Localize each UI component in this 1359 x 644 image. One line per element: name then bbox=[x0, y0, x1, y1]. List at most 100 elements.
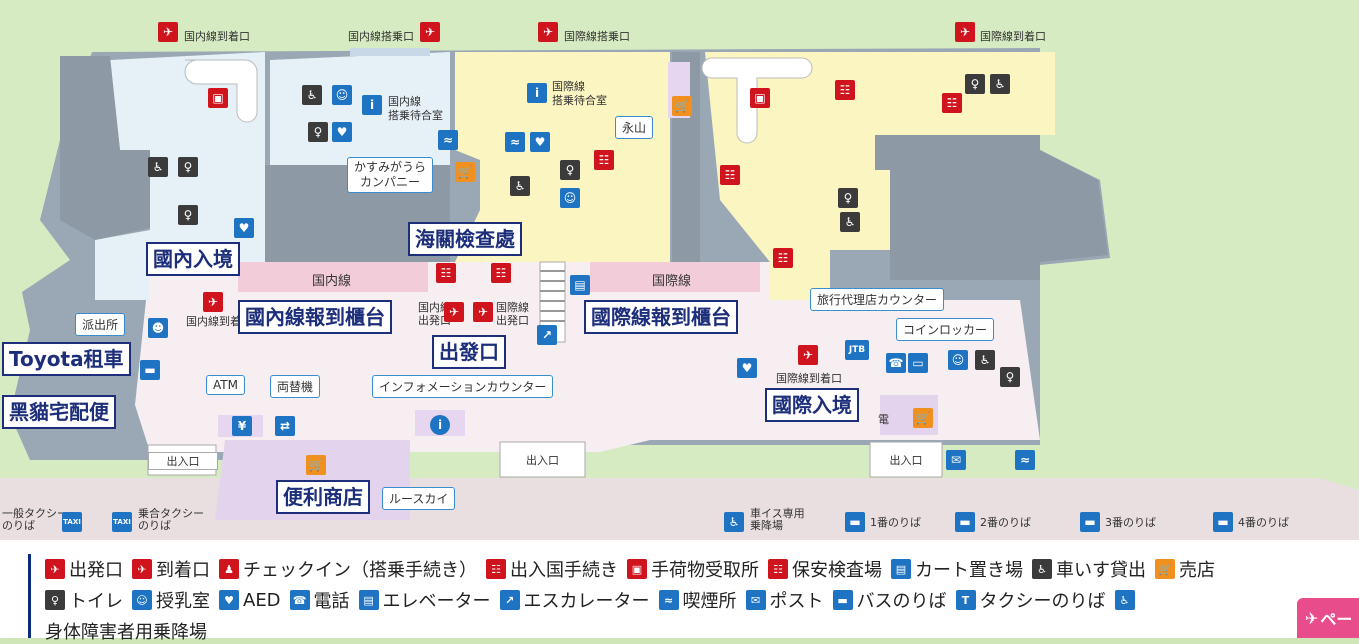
toilet-icon: ♀ bbox=[965, 74, 985, 94]
post-icon: ✉ bbox=[946, 450, 966, 470]
airport-floor-map: ✈ 国内線到着口 国内線搭乗口 ✈ ✈ 国際線搭乗口 ✈ 国際線到着口 i 国内… bbox=[0, 22, 1359, 540]
coin-locker-callout: コインロッカー bbox=[896, 318, 995, 341]
legend-item: 🛒売店 bbox=[1155, 556, 1215, 582]
legend-item: ▣手荷物受取所 bbox=[627, 556, 759, 582]
convenience-store-label: 便利商店 bbox=[276, 480, 370, 514]
domestic-entry-label: 國內入境 bbox=[146, 242, 240, 276]
shop-icon: 🛒 bbox=[455, 162, 475, 182]
nursing-icon: ☺ bbox=[948, 350, 968, 370]
immigration-icon: ☷ bbox=[773, 248, 793, 268]
legend-label: 保安検査場 bbox=[792, 560, 882, 581]
bus-icon: ▬ bbox=[845, 512, 865, 532]
smoking-icon: ≈ bbox=[438, 130, 458, 150]
legend-label: AED bbox=[243, 589, 281, 611]
arrival-icon: ✈ bbox=[798, 345, 818, 365]
bus-stop-2-label: 2番のりば bbox=[980, 516, 1031, 529]
exit-label: 出入口 bbox=[526, 454, 559, 467]
smoking-icon: ≈ bbox=[1015, 450, 1035, 470]
shared-taxi-label: 乗合タクシー のりば bbox=[138, 507, 204, 532]
legend-label: エレベーター bbox=[382, 591, 491, 612]
international-entry-label: 國際入境 bbox=[765, 388, 859, 422]
phone-icon: ☎ bbox=[289, 590, 310, 610]
legend-accent-bar bbox=[28, 554, 31, 638]
wheelchair-icon: ♿ bbox=[148, 157, 168, 177]
bus-icon: ▬ bbox=[1213, 512, 1233, 532]
legend-item: ♿車いす貸出 bbox=[1032, 556, 1146, 582]
departure-icon: ✈ bbox=[45, 559, 65, 579]
legend-label: 車いす貸出 bbox=[1056, 560, 1146, 581]
departure-icon: ✈ bbox=[473, 302, 493, 322]
bus-stop-3-label: 3番のりば bbox=[1105, 516, 1156, 529]
intl-arrival-gate-label: 国際線到着口 bbox=[980, 30, 1046, 43]
arrival-icon: ✈ bbox=[158, 22, 178, 42]
intl-departure-small-label: 国際線 出発口 bbox=[496, 301, 529, 327]
immigration-icon: ☷ bbox=[491, 263, 511, 283]
legend-label: バスのりば bbox=[856, 591, 947, 612]
arrival-icon: ✈ bbox=[955, 22, 975, 42]
immigration-icon: ☷ bbox=[436, 263, 456, 283]
domestic-zone-label: 国内線 bbox=[312, 274, 352, 289]
taxi-icon: TAXI bbox=[112, 512, 132, 532]
intl-waiting-room-label: 国際線 搭乗待合室 bbox=[552, 80, 607, 107]
info-person-icon: i bbox=[362, 95, 382, 115]
legend-label: カート置き場 bbox=[915, 560, 1023, 581]
accessible-icon: ♿ bbox=[724, 512, 744, 532]
legend-label: 電話 bbox=[313, 591, 350, 612]
legend-item: ▤カート置き場 bbox=[891, 556, 1023, 582]
wheelchair-icon: ♿ bbox=[975, 350, 995, 370]
departure-gate-label: 出發口 bbox=[432, 335, 506, 369]
intl-departure-gate-label: 国際線搭乗口 bbox=[564, 30, 630, 43]
legend-row-1: ✈出発口✈到着口♟チェックイン（搭乗手続き）☷出入国手続き▣手荷物受取所☷保安検… bbox=[45, 556, 1224, 582]
legend-label: 出発口 bbox=[69, 560, 123, 581]
page-link-button[interactable]: ✈ ペー bbox=[1297, 598, 1359, 638]
legend-label: エスカレーター bbox=[523, 591, 650, 612]
toilet-icon: ♀ bbox=[45, 590, 65, 610]
phone-icon: ☎ bbox=[886, 353, 906, 373]
wheelchair-icon: ♿ bbox=[510, 176, 530, 196]
exit-label: 出入口 bbox=[889, 454, 923, 467]
atm-icon: ¥ bbox=[232, 416, 252, 436]
nursing-icon: ☺ bbox=[332, 85, 352, 105]
legend-label: トイレ bbox=[69, 591, 123, 612]
legend-row-3: 身体障害者用乗降場 bbox=[45, 618, 207, 644]
immigration-icon: ☷ bbox=[594, 150, 614, 170]
dom-departure-small-label: 国内線 出発口 bbox=[418, 301, 451, 327]
toilet-icon: ♀ bbox=[838, 188, 858, 208]
bus-stop-1-label: 1番のりば bbox=[870, 516, 921, 529]
car-rental-icon: ▬ bbox=[140, 360, 160, 380]
legend-item: ☷出入国手続き bbox=[486, 556, 618, 582]
information-counter-callout: インフォメーションカウンター bbox=[372, 375, 554, 398]
toilet-icon: ♀ bbox=[178, 205, 198, 225]
legend-item: ☎電話 bbox=[289, 587, 350, 613]
arrival-icon: ✈ bbox=[203, 292, 223, 312]
legend-item: ♀トイレ bbox=[45, 587, 123, 613]
wheelchair-icon: ♿ bbox=[990, 74, 1010, 94]
baggage-icon: ▣ bbox=[750, 88, 770, 108]
legend-item: ✈到着口 bbox=[132, 556, 210, 582]
legend-item: ☺授乳室 bbox=[132, 587, 210, 613]
security-icon: ☷ bbox=[768, 559, 788, 579]
checkin-icon: ♟ bbox=[219, 559, 239, 579]
immigration-icon: ☷ bbox=[486, 559, 506, 579]
eizan-shop-callout: 永山 bbox=[615, 116, 654, 139]
nursing-icon: ☺ bbox=[560, 188, 580, 208]
aed-icon: ♥ bbox=[530, 132, 550, 152]
legend-item: ▬バスのりば bbox=[832, 587, 947, 613]
legend-label: ポスト bbox=[769, 591, 824, 612]
toilet-icon: ♀ bbox=[560, 160, 580, 180]
elevator-icon: ▤ bbox=[358, 590, 379, 610]
locker-icon: ▭ bbox=[908, 353, 928, 373]
police-box-callout: 派出所 bbox=[75, 313, 126, 336]
shop-icon: 🛒 bbox=[1155, 559, 1175, 579]
accessible-icon: ♿ bbox=[1114, 590, 1135, 610]
taxi-icon: TAXI bbox=[62, 512, 82, 532]
immigration-icon: ☷ bbox=[942, 93, 962, 113]
wheelchair-icon: ♿ bbox=[302, 85, 322, 105]
wheelchair-icon: ♿ bbox=[1032, 559, 1052, 579]
smoking-icon: ≈ bbox=[658, 590, 679, 610]
legend-label: 出入国手続き bbox=[510, 560, 618, 581]
wheelchair-stop-label: 車イス専用 乗降場 bbox=[750, 507, 805, 532]
legend-label-accessible-stop: 身体障害者用乗降場 bbox=[45, 622, 207, 643]
toyota-rental-label: Toyota租車 bbox=[2, 342, 131, 376]
